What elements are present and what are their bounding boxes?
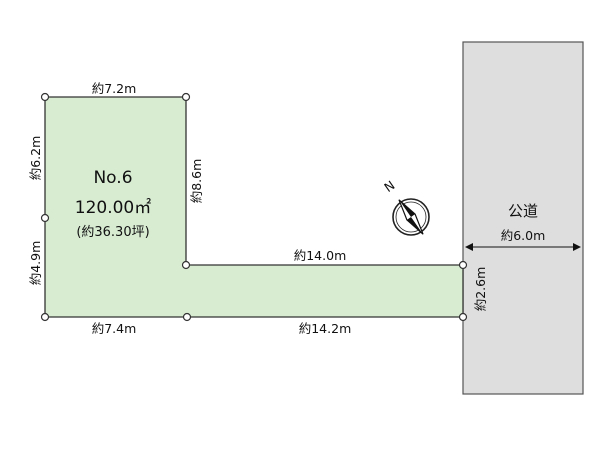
public-road xyxy=(462,41,584,395)
survey-point xyxy=(181,92,191,102)
dimension-top: 約7.2m xyxy=(92,81,137,96)
dimension-inner-horizontal: 約14.0m xyxy=(294,248,347,263)
dimension-left-lower: 約4.9m xyxy=(28,241,43,286)
lot-tsubo: (約36.30坪) xyxy=(76,225,149,240)
survey-point xyxy=(458,312,468,322)
survey-point xyxy=(40,92,50,102)
lot-area: 120.00㎡ xyxy=(75,198,151,218)
north-label: N xyxy=(381,177,397,195)
dimension-bottom-right: 約14.2m xyxy=(299,321,352,336)
dimension-inner-vertical: 約8.6m xyxy=(189,159,204,204)
north-arrow-icon xyxy=(392,198,430,236)
survey-points xyxy=(40,92,468,322)
road-name: 公道 xyxy=(508,202,538,220)
survey-point xyxy=(40,312,50,322)
survey-point xyxy=(458,260,468,270)
dimension-left-upper: 約6.2m xyxy=(28,136,43,181)
road-width-label: 約6.0m xyxy=(501,228,546,243)
survey-point xyxy=(181,260,191,270)
dimension-right-side: 約2.6m xyxy=(473,267,488,312)
lot-number: No.6 xyxy=(93,168,132,188)
dimension-bottom-left: 約7.4m xyxy=(92,321,137,336)
survey-point xyxy=(182,312,192,322)
survey-point xyxy=(40,213,50,223)
